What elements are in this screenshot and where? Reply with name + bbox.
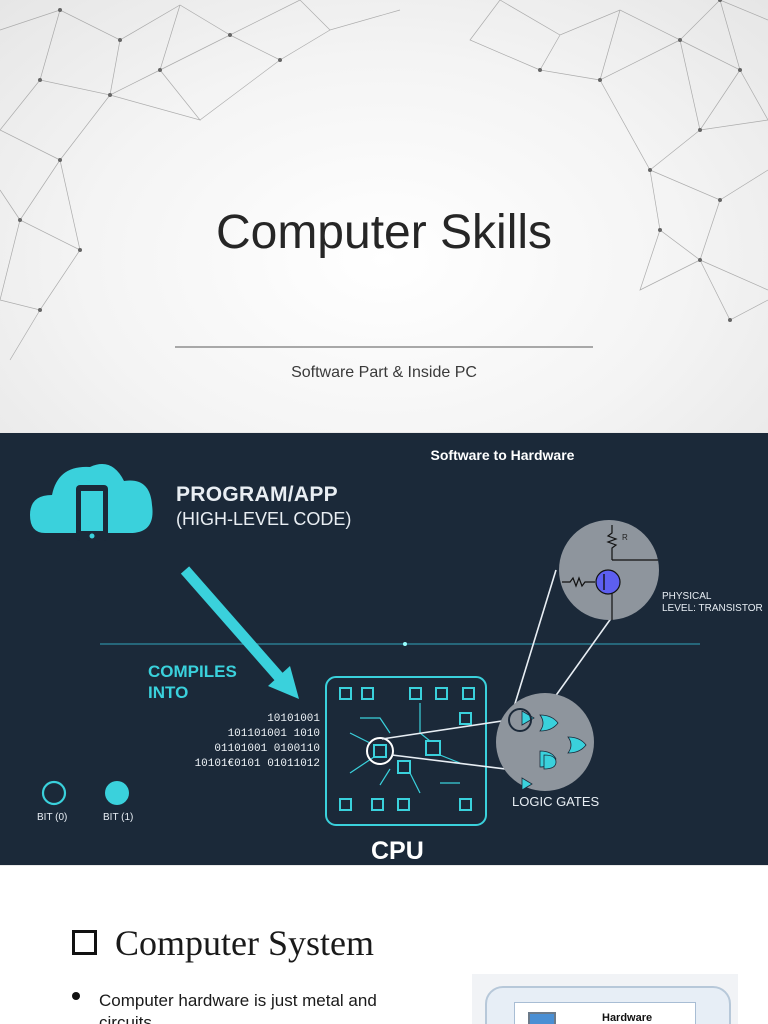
binary-line: 01101001 0100110 bbox=[214, 743, 320, 755]
transistor-icon bbox=[562, 525, 658, 620]
physical-level-label: PHYSICAL LEVEL: TRANSISTOR bbox=[662, 591, 763, 615]
slide-heading: Software to Hardware bbox=[430, 447, 575, 463]
hardware-label: Hardware bbox=[602, 1012, 653, 1024]
bit-zero-label: BIT (0) bbox=[37, 812, 68, 823]
hardware-box bbox=[514, 1002, 696, 1024]
physical-line-2: LEVEL: TRANSISTOR bbox=[662, 603, 763, 614]
bullet-text: Computer hardware is just metal and circ… bbox=[99, 991, 377, 1024]
binary-line: 10101€0101 01011012 bbox=[194, 758, 320, 770]
bit-one-icon bbox=[105, 781, 129, 805]
cpu-label: CPU bbox=[371, 837, 424, 865]
bullet-icon bbox=[72, 992, 80, 1000]
bit-zero-icon bbox=[41, 780, 67, 806]
program-label: PROGRAM/APP bbox=[176, 483, 338, 506]
title-slide: Computer Skills Software Part & Inside P… bbox=[0, 0, 768, 432]
logic-gates-icon bbox=[521, 710, 587, 791]
binary-line: 101101001 1010 bbox=[227, 728, 320, 740]
compiles-line-2: INTO bbox=[148, 683, 189, 702]
slide-subtitle: Software Part & Inside PC bbox=[291, 364, 477, 381]
cloud-phone-icon bbox=[30, 464, 153, 541]
infographic-graphics bbox=[30, 464, 700, 826]
computer-system-slide: Computer System Computer hardware is jus… bbox=[0, 866, 768, 1024]
network-mesh-decoration bbox=[0, 0, 768, 361]
monitor-icon bbox=[528, 1012, 556, 1024]
hardware-diagram: Hardware bbox=[472, 974, 738, 1024]
slide-title: Computer Skills bbox=[215, 206, 553, 259]
physical-line-1: PHYSICAL bbox=[662, 591, 712, 602]
compiles-label: COMPILES INTO bbox=[148, 661, 237, 703]
compiles-line-1: COMPILES bbox=[148, 662, 237, 681]
bit-one-label: BIT (1) bbox=[103, 812, 134, 823]
resistor-label: R bbox=[622, 533, 628, 542]
program-sublabel: (HIGH-LEVEL CODE) bbox=[176, 509, 352, 529]
slide-title: Computer System bbox=[115, 923, 374, 963]
binary-code: 10101001 101101001 1010 01101001 0100110… bbox=[195, 712, 320, 772]
compile-arrow bbox=[180, 566, 299, 699]
binary-line: 10101001 bbox=[267, 713, 320, 725]
cpu-chip bbox=[325, 676, 487, 826]
checkbox-bullet-icon bbox=[72, 930, 97, 955]
software-to-hardware-slide: Software to Hardware PROGRAM/APP (HIGH-L… bbox=[0, 433, 768, 865]
title-divider bbox=[175, 346, 593, 348]
logic-gates-label: LOGIC GATES bbox=[512, 794, 600, 809]
